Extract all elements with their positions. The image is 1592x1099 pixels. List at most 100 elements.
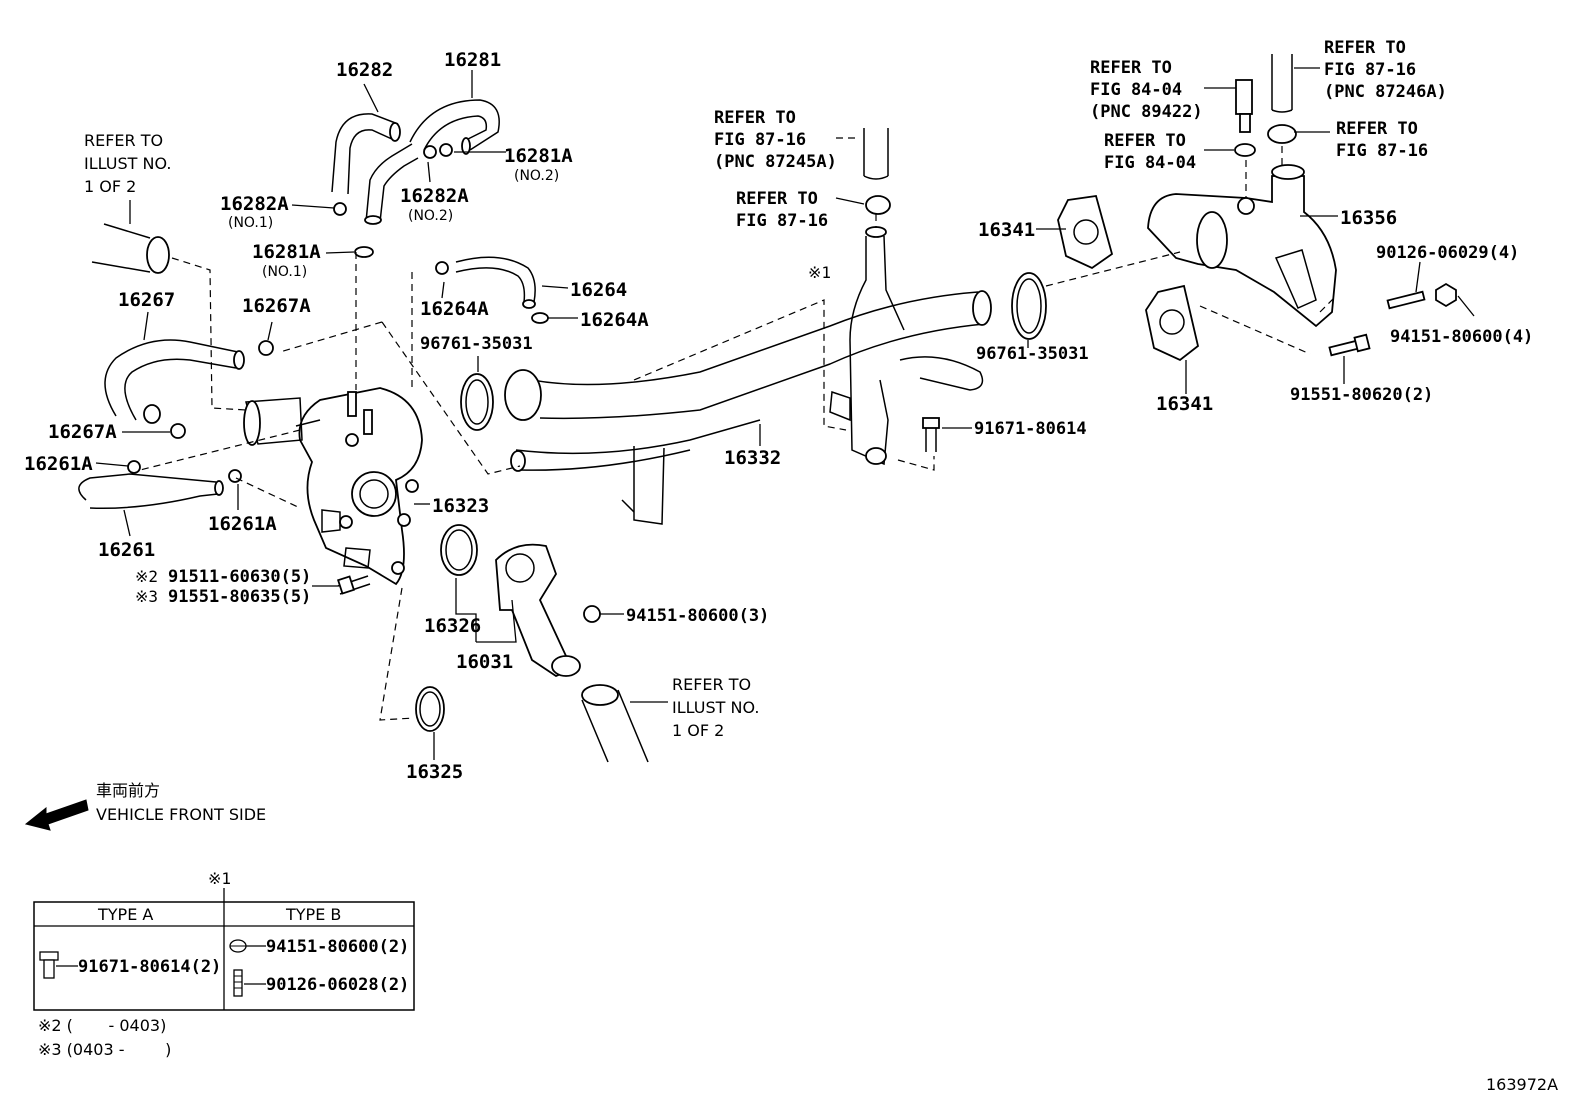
- svg-text:FIG 87-16: FIG 87-16: [736, 211, 828, 231]
- ref-illust-top: REFER TO ILLUST NO. 1 OF 2: [84, 131, 171, 196]
- label-16282A-no2-sub: (NO.2): [408, 208, 453, 224]
- svg-text:REFER TO: REFER TO: [736, 189, 818, 209]
- label-16267A-top: 16267A: [242, 295, 311, 317]
- ref-fig8716-pnc87246a: REFER TO FIG 87-16 (PNC 87246A): [1324, 38, 1447, 102]
- label-16323: 16323: [432, 495, 489, 517]
- svg-text:FIG 84-04: FIG 84-04: [1090, 80, 1182, 100]
- label-16341-bottom: 16341: [1156, 393, 1213, 415]
- label-90126-06029-4: 90126-06029(4): [1376, 243, 1519, 263]
- ref-fig8404-pnc89422: REFER TO FIG 84-04 (PNC 89422): [1090, 58, 1203, 122]
- label-16281A-no1-sub: (NO.1): [262, 264, 307, 280]
- label-16261A-left: 16261A: [24, 453, 93, 475]
- hose-ref-fig8716-right-drawing: [1267, 54, 1297, 144]
- svg-text:REFER TO: REFER TO: [84, 131, 163, 150]
- svg-text:REFER TO: REFER TO: [1324, 38, 1406, 58]
- label-16326: 16326: [424, 615, 481, 637]
- svg-text:REFER TO: REFER TO: [1090, 58, 1172, 78]
- svg-text:FIG 87-16: FIG 87-16: [1324, 60, 1416, 80]
- water-outlet-16323-drawing: [243, 387, 423, 586]
- table-mark-1: ※1: [208, 869, 231, 888]
- label-16332: 16332: [724, 447, 781, 469]
- dashed-connections: [139, 137, 1337, 721]
- label-16356: 16356: [1340, 207, 1397, 229]
- svg-text:(PNC 87245A): (PNC 87245A): [714, 152, 837, 172]
- svg-text:(PNC 87246A): (PNC 87246A): [1324, 82, 1447, 102]
- hose-illust-bottom-drawing: [581, 684, 649, 763]
- bolt-icon: [39, 951, 59, 979]
- label-16281: 16281: [444, 49, 501, 71]
- figure-id: 163972A: [1486, 1075, 1558, 1094]
- label-91551-80635: 91551-80635(5): [168, 587, 311, 607]
- sensor-ref-fig8404-drawing: [1234, 79, 1256, 157]
- label-91671-80614: 91671-80614: [974, 419, 1087, 439]
- label-16267A-left: 16267A: [48, 421, 117, 443]
- svg-text:FIG 87-16: FIG 87-16: [714, 130, 806, 150]
- label-91511-60630: 91511-60630(5): [168, 567, 311, 587]
- ref-fig8716-right: REFER TO FIG 87-16: [1336, 119, 1428, 161]
- ref-illust-bottom: REFER TO ILLUST NO. 1 OF 2: [672, 675, 759, 740]
- label-16264A-right: 16264A: [580, 309, 649, 331]
- ref-fig8716-pnc87245a: REFER TO FIG 87-16 (PNC 87245A): [714, 108, 837, 172]
- svg-text:REFER TO: REFER TO: [714, 108, 796, 128]
- svg-text:REFER TO: REFER TO: [1336, 119, 1418, 139]
- mark-3: ※3: [135, 587, 158, 606]
- mark-1-pipe: ※1: [808, 263, 831, 282]
- hose-16282-drawing: [331, 113, 419, 225]
- label-94151-80600-3: 94151-80600(3): [626, 606, 769, 626]
- mark-2: ※2: [135, 567, 158, 586]
- gasket-96761-right-drawing: [1011, 272, 1047, 340]
- stud-icon: [233, 969, 243, 997]
- svg-text:REFER TO: REFER TO: [1104, 131, 1186, 151]
- svg-text:ILLUST NO.: ILLUST NO.: [672, 698, 759, 717]
- label-16281A-no2: 16281A: [504, 145, 573, 167]
- svg-text:ILLUST NO.: ILLUST NO.: [84, 154, 171, 173]
- bolt-91511-drawing: [336, 575, 371, 595]
- bolt-91671-drawing: [922, 417, 940, 452]
- nut-icon: [229, 939, 247, 953]
- label-16267: 16267: [118, 289, 175, 311]
- label-94151-80600-4: 94151-80600(4): [1390, 327, 1533, 347]
- front-label-en: VEHICLE FRONT SIDE: [96, 805, 266, 824]
- label-16261A-right: 16261A: [208, 513, 277, 535]
- label-16261: 16261: [98, 539, 155, 561]
- label-16282A-no1: 16282A: [220, 193, 289, 215]
- label-16282: 16282: [336, 59, 393, 81]
- svg-text:FIG 84-04: FIG 84-04: [1104, 153, 1196, 173]
- type-table: ※1 TYPE A TYPE B 91671-80614(2) 94151-80…: [33, 869, 415, 1011]
- label-16281A-no2-sub: (NO.2): [514, 168, 559, 184]
- label-16282A-no2: 16282A: [400, 185, 469, 207]
- front-label-jp: 車両前方: [96, 781, 160, 800]
- hose-16261-drawing: [78, 460, 242, 509]
- hose-16267-drawing: [104, 339, 274, 439]
- hose-ref-fig8716-drawing: [863, 128, 891, 215]
- clamps-top-drawing: [333, 143, 453, 258]
- vehicle-front-indicator: 車両前方 VEHICLE FRONT SIDE: [24, 781, 266, 831]
- table-b-part2: 90126-06028(2): [266, 975, 409, 995]
- svg-text:REFER TO: REFER TO: [672, 675, 751, 694]
- label-96761-left: 96761-35031: [420, 334, 533, 354]
- label-16281A-no1: 16281A: [252, 241, 321, 263]
- table-type-b: TYPE B: [285, 905, 341, 924]
- label-16031: 16031: [456, 651, 513, 673]
- label-16282A-no1-sub: (NO.1): [228, 215, 273, 231]
- footnote-2: ※2 ( - 0403): [38, 1016, 166, 1035]
- ref-fig8716-mid: REFER TO FIG 87-16: [736, 189, 828, 231]
- table-type-a: TYPE A: [97, 905, 153, 924]
- hose-16264-drawing: [435, 256, 549, 324]
- gasket-16341-top-drawing: [1057, 194, 1114, 270]
- footnote-3: ※3 (0403 - ): [38, 1040, 171, 1059]
- water-inlet-16031-drawing: [495, 543, 601, 677]
- water-outlet-16356-drawing: [1147, 164, 1337, 328]
- svg-text:FIG 87-16: FIG 87-16: [1336, 141, 1428, 161]
- label-91551-80620-2: 91551-80620(2): [1290, 385, 1433, 405]
- leader-lines: [95, 67, 1475, 760]
- front-arrow-icon: [24, 799, 89, 831]
- label-16264: 16264: [570, 279, 627, 301]
- ref-fig8404: REFER TO FIG 84-04: [1104, 131, 1196, 173]
- label-16264A-left: 16264A: [420, 298, 489, 320]
- hose-illust-top-drawing: [91, 223, 170, 274]
- water-pipe-16332-drawing: [504, 226, 992, 525]
- gasket-16326-drawing: [440, 524, 478, 576]
- gasket-16341-bottom-drawing: [1145, 284, 1200, 362]
